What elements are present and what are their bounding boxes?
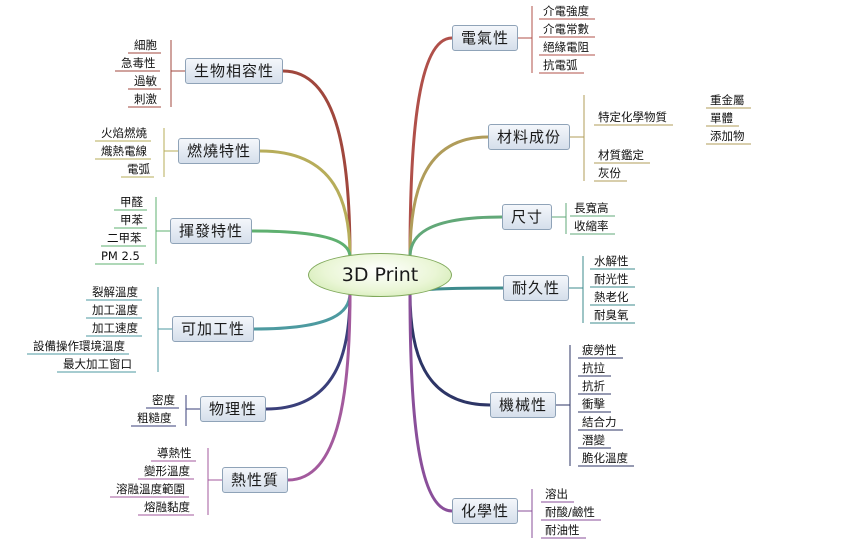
leaf-creep[interactable]: 潛變 bbox=[582, 433, 605, 447]
leaf-shrinkage[interactable]: 收縮率 bbox=[574, 219, 609, 233]
leaf-electric-arc[interactable]: 電弧 bbox=[127, 162, 150, 176]
leaf-tensile[interactable]: 抗拉 bbox=[582, 361, 605, 375]
leaf-thermal-conductivity[interactable]: 導熱性 bbox=[157, 446, 192, 460]
leaf-roughness[interactable]: 粗糙度 bbox=[137, 411, 172, 425]
leaf-adhesion[interactable]: 結合力 bbox=[582, 415, 617, 429]
leaf-toluene[interactable]: 甲苯 bbox=[120, 213, 143, 227]
leaf-monomer[interactable]: 單體 bbox=[710, 111, 733, 125]
leaf-melt-viscosity[interactable]: 熔融黏度 bbox=[144, 500, 190, 514]
branch-processability[interactable]: 可加工性 bbox=[172, 316, 255, 342]
connector-volatile bbox=[251, 229, 352, 258]
branch-chemical[interactable]: 化學性 bbox=[452, 498, 519, 524]
leaf-density[interactable]: 密度 bbox=[152, 393, 175, 407]
leaf-leaching[interactable]: 溶出 bbox=[545, 487, 568, 501]
leaf-flexural[interactable]: 抗折 bbox=[582, 379, 605, 393]
leaf-fatigue[interactable]: 疲勞性 bbox=[582, 343, 617, 357]
central-topic[interactable]: 3D Print bbox=[308, 253, 452, 297]
leaf-flame-burning[interactable]: 火焰燃燒 bbox=[101, 126, 147, 140]
leaf-xylene[interactable]: 二甲苯 bbox=[107, 231, 142, 245]
branch-volatility[interactable]: 揮發特性 bbox=[170, 218, 253, 244]
leaf-cell[interactable]: 細胞 bbox=[134, 38, 157, 52]
leaf-brittleness-temp[interactable]: 脆化溫度 bbox=[582, 451, 628, 465]
leaf-additive[interactable]: 添加物 bbox=[710, 129, 745, 143]
sub-ash-content[interactable]: 灰份 bbox=[598, 166, 621, 180]
leaf-heat-aging[interactable]: 熱老化 bbox=[594, 290, 629, 304]
leaf-oil-resistance[interactable]: 耐油性 bbox=[545, 523, 580, 537]
leaf-max-process-window[interactable]: 最大加工窗口 bbox=[63, 357, 132, 371]
leaf-dielectric-constant[interactable]: 介電常數 bbox=[543, 22, 589, 36]
connector-material bbox=[408, 135, 489, 258]
branch-electrical[interactable]: 電氣性 bbox=[452, 25, 519, 51]
connector-thermal bbox=[287, 292, 352, 482]
sub-material-identification[interactable]: 材質鑑定 bbox=[598, 148, 644, 162]
leaf-pm25[interactable]: PM 2.5 bbox=[101, 249, 140, 263]
leaf-hydrolysis[interactable]: 水解性 bbox=[594, 254, 629, 268]
leaf-acid-alkali-resistance[interactable]: 耐酸/鹼性 bbox=[545, 505, 595, 519]
branch-combustion[interactable]: 燃燒特性 bbox=[178, 138, 261, 164]
leaf-melting-range[interactable]: 溶融溫度範圍 bbox=[116, 482, 185, 496]
leaf-cracking-temp[interactable]: 裂解溫度 bbox=[92, 285, 138, 299]
leaf-operating-env-temp[interactable]: 設備操作環境溫度 bbox=[33, 339, 125, 353]
leaf-processing-speed[interactable]: 加工速度 bbox=[92, 321, 138, 335]
leaf-allergy[interactable]: 過敏 bbox=[134, 74, 157, 88]
leaf-dimensions[interactable]: 長寬高 bbox=[574, 201, 609, 215]
branch-durability[interactable]: 耐久性 bbox=[503, 275, 570, 301]
leaf-glow-wire[interactable]: 熾熱電線 bbox=[101, 144, 147, 158]
leaf-insulation-resistance[interactable]: 絕緣電阻 bbox=[543, 40, 589, 54]
leaf-formaldehyde[interactable]: 甲醛 bbox=[120, 195, 143, 209]
branch-thermal[interactable]: 熱性質 bbox=[222, 467, 289, 493]
leaf-acute-toxicity[interactable]: 急毒性 bbox=[121, 56, 156, 70]
branch-physical[interactable]: 物理性 bbox=[200, 396, 267, 422]
leaf-dielectric-strength[interactable]: 介電強度 bbox=[543, 4, 589, 18]
connector-processing bbox=[253, 292, 352, 331]
leaf-ozone-resistance[interactable]: 耐臭氧 bbox=[594, 308, 629, 322]
connector-physical bbox=[265, 292, 352, 411]
branch-material-composition[interactable]: 材料成份 bbox=[488, 124, 571, 150]
leaf-processing-temp[interactable]: 加工溫度 bbox=[92, 303, 138, 317]
branch-size[interactable]: 尺寸 bbox=[502, 204, 553, 230]
connector-mechanical bbox=[408, 292, 491, 407]
leaf-deformation-temp[interactable]: 變形溫度 bbox=[144, 464, 190, 478]
branch-biocompatibility[interactable]: 生物相容性 bbox=[185, 58, 284, 84]
sub-specific-chemicals[interactable]: 特定化學物質 bbox=[598, 110, 667, 124]
leaf-heavy-metal[interactable]: 重金屬 bbox=[710, 93, 745, 107]
leaf-impact[interactable]: 衝擊 bbox=[582, 397, 605, 411]
leaf-arc-resistance[interactable]: 抗電弧 bbox=[543, 58, 578, 72]
branch-mechanical[interactable]: 機械性 bbox=[490, 392, 557, 418]
connector-combustion bbox=[259, 149, 352, 258]
connector-size bbox=[408, 215, 503, 258]
leaf-light-fastness[interactable]: 耐光性 bbox=[594, 272, 629, 286]
connector-biocompat bbox=[282, 69, 352, 258]
connector-chemical bbox=[408, 292, 453, 513]
leaf-irritation[interactable]: 刺激 bbox=[134, 92, 157, 106]
connector-electrical bbox=[408, 36, 453, 258]
